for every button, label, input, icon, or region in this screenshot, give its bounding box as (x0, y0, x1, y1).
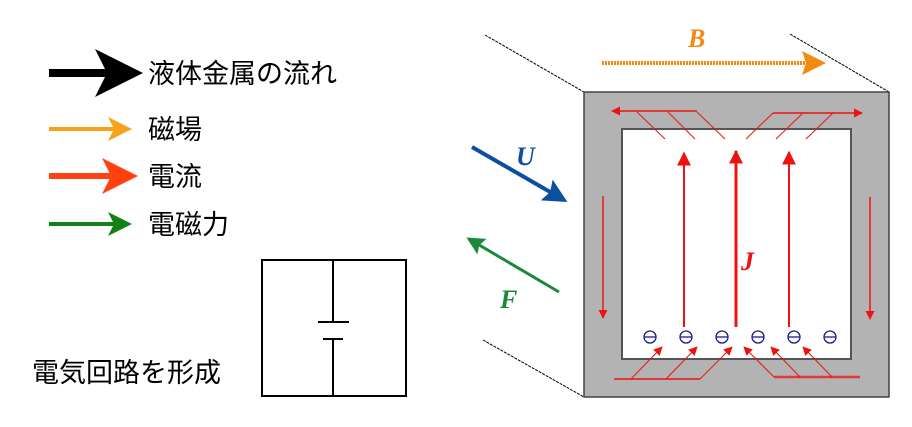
electron-icon (679, 330, 693, 344)
current-arrows (598, 106, 875, 380)
circuit-symbol (261, 259, 407, 397)
em-force-arrow (466, 237, 560, 294)
electron-icon (787, 330, 801, 344)
circuit-caption: 電気回路を形成 (32, 358, 221, 389)
legend-label: 電流 (148, 162, 202, 193)
flow-velocity-arrow (471, 145, 568, 202)
electron-icon (823, 330, 837, 344)
electron-icon (751, 330, 765, 344)
label-F: F (499, 285, 517, 314)
legend-label: 磁場 (148, 115, 202, 146)
label-B: B (687, 24, 705, 53)
legend-item-magnetic-field: 磁場 (49, 115, 202, 146)
electrons (643, 330, 837, 344)
legend-label: 液体金属の流れ (148, 59, 337, 90)
legend-item-liquid-metal-flow: 液体金属の流れ (49, 49, 337, 97)
electron-icon (715, 330, 729, 344)
legend-label: 電磁力 (148, 210, 229, 241)
legend-item-em-force: 電磁力 (49, 210, 229, 241)
legend: 液体金属の流れ 磁場 電流 電磁力 (49, 49, 337, 241)
label-U: U (516, 142, 536, 171)
label-J: J (740, 247, 755, 276)
legend-item-current: 電流 (49, 158, 202, 194)
electron-icon (643, 330, 657, 344)
